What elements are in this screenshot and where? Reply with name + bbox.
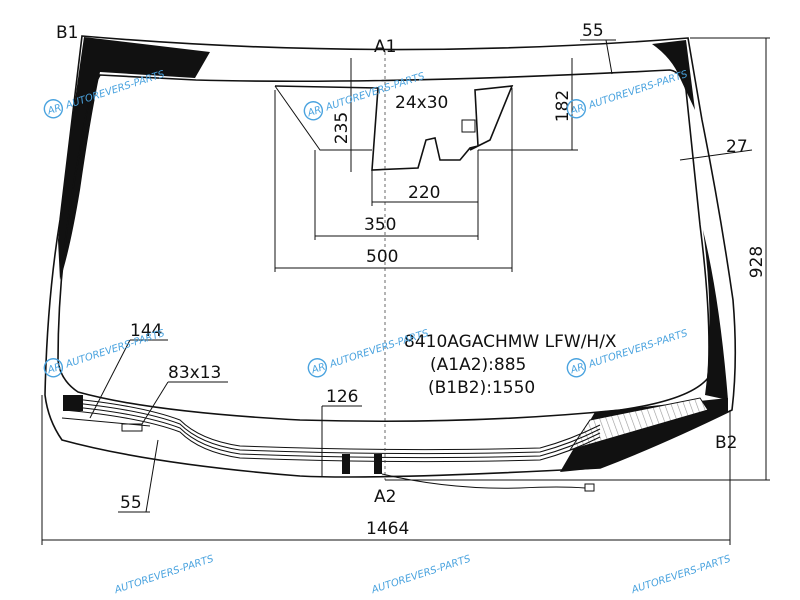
svg-text:AR: AR — [568, 103, 585, 118]
point-label-a1: A1 — [374, 37, 396, 57]
point-label-a2: A2 — [374, 487, 396, 507]
dim-83x13-leader — [141, 381, 169, 425]
svg-text:AR: AR — [568, 362, 585, 377]
dim-220: 220 — [408, 183, 440, 203]
dim-83x13: 83x13 — [168, 363, 221, 383]
watermark-9: AUTOREVERS-PARTS — [630, 553, 733, 596]
svg-text:AR: AR — [45, 103, 62, 118]
svg-text:AR: AR — [305, 105, 322, 120]
svg-text:AUTOREVERS-PARTS: AUTOREVERS-PARTS — [587, 69, 690, 112]
sensor-bracket — [274, 85, 514, 171]
svg-text:AR: AR — [309, 362, 326, 377]
dim-55-top: 55 — [582, 21, 604, 41]
svg-text:AUTOREVERS-PARTS: AUTOREVERS-PARTS — [64, 328, 167, 371]
dim-1464: 1464 — [366, 519, 409, 539]
dim-55-top-line — [605, 39, 613, 75]
dim-144-base — [61, 417, 151, 427]
bottom-connector-right — [374, 454, 382, 474]
watermark-8: AUTOREVERS-PARTS — [370, 553, 473, 596]
dim-144-leader — [89, 339, 131, 419]
svg-text:AUTOREVERS-PARTS: AUTOREVERS-PARTS — [630, 553, 733, 596]
connector-pad-83x13 — [121, 423, 143, 432]
point-label-b1: B1 — [56, 23, 78, 43]
dim-24x30: 24x30 — [395, 93, 448, 113]
dim-500: 500 — [366, 247, 398, 267]
spec-b1b2: (B1B2):1550 — [428, 378, 535, 398]
spec-code: 8410AGACHMW LFW/H/X — [404, 332, 617, 352]
heater-stripes — [63, 397, 601, 463]
point-label-b2: B2 — [715, 433, 737, 453]
left-connector-block — [63, 395, 83, 411]
black-band-right-side — [703, 230, 728, 400]
dim-55-bottom: 55 — [120, 493, 142, 513]
dim-182: 182 — [553, 90, 573, 122]
svg-text:AR: AR — [45, 362, 62, 377]
dim-144: 144 — [130, 321, 162, 341]
watermark-7: AUTOREVERS-PARTS — [113, 553, 216, 596]
sensor-cable — [381, 473, 586, 489]
black-band-left — [58, 37, 210, 280]
bottom-connector-left — [342, 454, 350, 474]
dim-350: 350 — [364, 215, 396, 235]
svg-text:AUTOREVERS-PARTS: AUTOREVERS-PARTS — [113, 553, 216, 596]
dim-27: 27 — [726, 137, 748, 157]
dim-928: 928 — [747, 246, 767, 278]
dim-126: 126 — [326, 387, 358, 407]
dim-27-line — [679, 149, 753, 161]
black-band-right — [652, 40, 695, 110]
inner-outline — [57, 69, 710, 423]
spec-a1a2: (A1A2):885 — [430, 355, 526, 375]
svg-text:AUTOREVERS-PARTS: AUTOREVERS-PARTS — [370, 553, 473, 596]
dim-235: 235 — [332, 112, 352, 144]
sensor-rect — [461, 119, 476, 133]
sensor-plug — [584, 483, 595, 492]
sensor-bracket-left-edge — [274, 85, 372, 151]
dim-55-bottom-leader — [145, 439, 159, 513]
